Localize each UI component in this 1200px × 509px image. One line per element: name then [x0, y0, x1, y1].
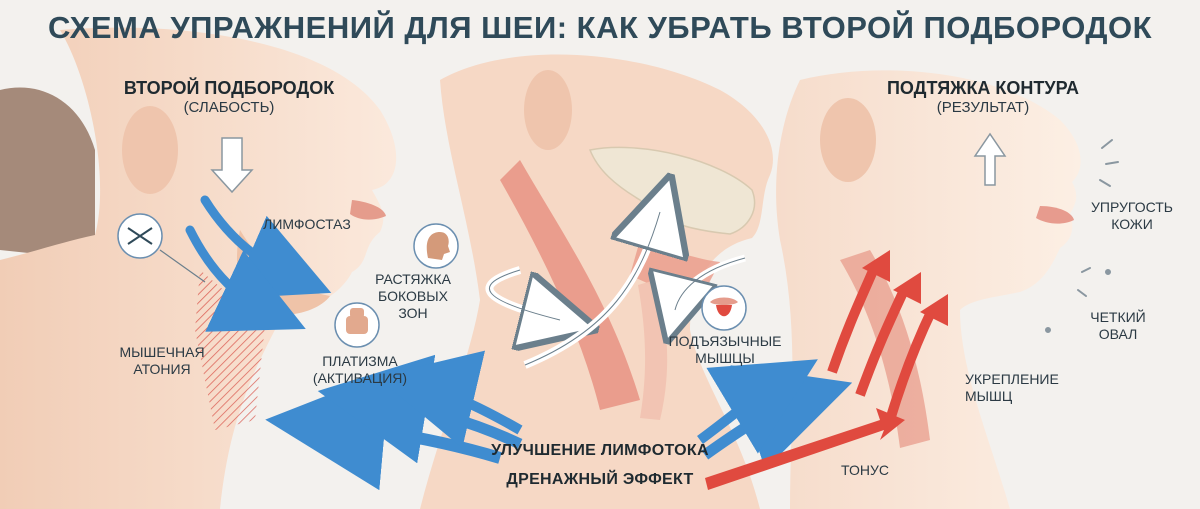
- platysma-label-line2: (АКТИВАЦИЯ): [312, 370, 408, 386]
- flow-arrow-blue-3: [376, 350, 523, 449]
- lymph-arrow-2: [185, 225, 306, 332]
- right-subheading: (РЕЗУЛЬТАТ): [936, 99, 1030, 116]
- tone-arrow-red-2-head: [862, 250, 890, 282]
- elasticity-label-line2: КОЖИ: [1111, 216, 1153, 232]
- tone-arrow-red-4: [885, 307, 937, 422]
- left-ear: [122, 106, 178, 194]
- tongue-icon: [701, 285, 747, 331]
- drainage-label: ДРЕНАЖНЫЙ ЭФФЕКТ: [506, 471, 694, 488]
- tone-label: ТОНУС: [841, 462, 889, 478]
- right-lips: [1036, 206, 1074, 224]
- hyoid-label-line2: МЫШЦЫ: [695, 350, 755, 366]
- stretch-label-line2: БОКОВЫХ: [378, 288, 448, 304]
- page-title: СХЕМА УПРАЖНЕНИЙ ДЛЯ ШЕИ: КАК УБРАТЬ ВТО…: [47, 10, 1153, 45]
- right-heading: ПОДТЯЖКА КОНТУРА: [886, 78, 1080, 98]
- left-heading: ВТОРОЙ ПОДБОРОДОК: [123, 78, 335, 98]
- atony-label-line2: АТОНИЯ: [133, 361, 191, 377]
- tone-arrow-red-3: [855, 285, 910, 397]
- left-face: [0, 27, 397, 509]
- center-ear: [524, 70, 572, 150]
- right-ear: [820, 98, 876, 182]
- up-curve-white-arrow-outline: [524, 211, 661, 366]
- platysma-label-line1: ПЛАТИЗМА: [322, 353, 398, 369]
- diverging-arrows-icon: [117, 213, 163, 259]
- stretch-label-line3: ЗОН: [398, 305, 428, 321]
- lymph-flow-label: УЛУЧШЕНИЕ ЛИМФОТОКА: [491, 442, 709, 459]
- oval-label-line2: ОВАЛ: [1098, 326, 1138, 342]
- lymphostasis-label: ЛИМФОСТАЗ: [263, 216, 351, 232]
- stretch-label-line1: РАСТЯЖКА: [375, 271, 451, 287]
- head-profile-icon: [413, 223, 459, 269]
- atony-label-line1: МЫШЕЧНАЯ: [119, 344, 205, 360]
- elasticity-label-line1: УПРУГОСТЬ: [1091, 199, 1173, 215]
- sparkle-lines: [1045, 139, 1119, 333]
- tone-arrow-red-1: [705, 408, 905, 490]
- left-lips: [350, 200, 386, 220]
- tone-arrow-red-3-head: [893, 272, 921, 304]
- hyoid-label-line1: ПОДЪЯЗЫЧНЫЕ: [668, 333, 782, 349]
- tone-arrow-red-4-head: [920, 294, 948, 326]
- tone-arrow-red-2: [827, 264, 880, 374]
- fist-icon: [334, 302, 380, 348]
- stretch-white-arrow-outline: [489, 269, 561, 321]
- hyoid-white-arrow-outline: [674, 257, 746, 311]
- atony-leader-line: [159, 249, 206, 283]
- left-hair: [0, 87, 95, 260]
- down-arrow-icon: [210, 137, 254, 194]
- strength-label-line1: УКРЕПЛЕНИЕ: [965, 371, 1059, 387]
- strength-label-line2: МЫШЦ: [965, 388, 1013, 404]
- left-subheading: (СЛАБОСТЬ): [183, 99, 275, 116]
- oval-label-line1: ЧЕТКИЙ: [1090, 309, 1146, 325]
- up-arrow-icon: [973, 132, 1007, 186]
- flow-arrow-blue-5: [697, 359, 818, 454]
